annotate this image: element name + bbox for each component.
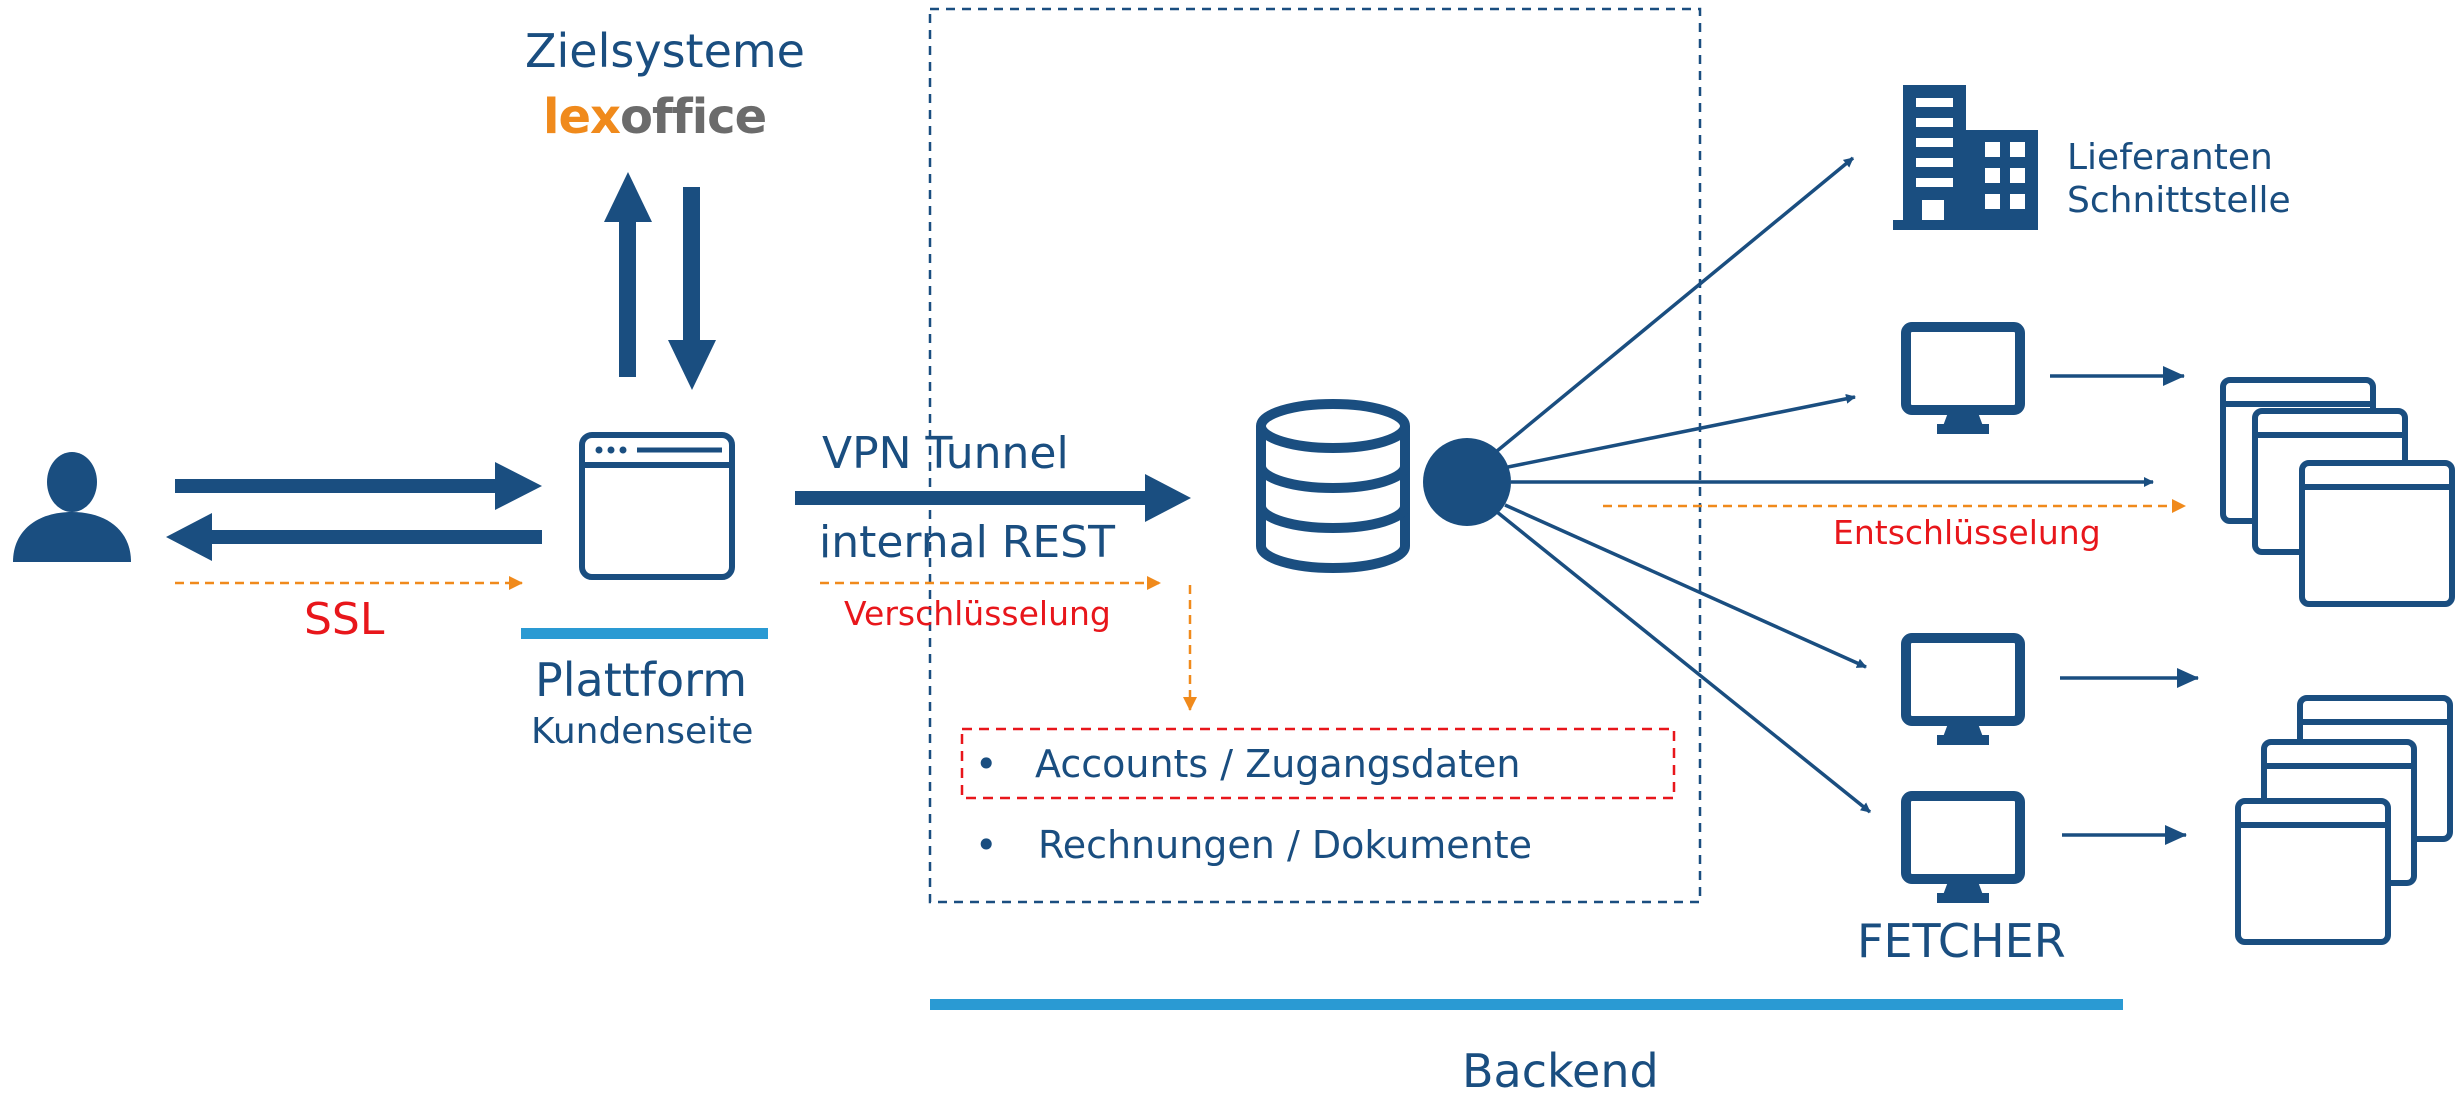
vpn-tunnel-arrow: [795, 474, 1191, 522]
browser-window-stack-icon: [2235, 695, 2453, 945]
fetcher-label: FETCHER: [1857, 914, 2066, 968]
supplier-interface-label-line1: Lieferanten: [2067, 137, 2273, 178]
user-to-platform-arrow: [175, 462, 542, 510]
internal-rest-label: internal REST: [819, 517, 1115, 568]
ssl-label: SSL: [304, 594, 385, 645]
platform-underline: [521, 628, 768, 639]
platform-subtitle: Kundenseite: [531, 711, 754, 752]
hub-node: [1423, 438, 1511, 526]
lexoffice-logo: lexoffice: [543, 89, 767, 145]
down-from-target-arrow: [668, 187, 716, 390]
database-icon: [1256, 399, 1410, 573]
supplier-interface-label-line2: Schnittstelle: [2067, 180, 2291, 221]
backend-underline: [930, 999, 2123, 1010]
fetcher-monitor-icon: [1901, 322, 2025, 434]
up-to-target-arrow: [604, 172, 652, 377]
encryption-label: Verschlüsselung: [844, 594, 1111, 633]
target-systems-title: Zielsysteme: [525, 24, 805, 78]
hub-to-fetcher2-line: [1504, 503, 1867, 669]
platform-title: Plattform: [535, 653, 748, 707]
decryption-label: Entschlüsselung: [1833, 513, 2101, 552]
storage-item-bullet: •: [975, 823, 998, 867]
hub-to-supplier-line: [1495, 156, 1855, 453]
storage-item-accounts: Accounts / Zugangsdaten: [1035, 742, 1521, 786]
backend-region-border: [928, 7, 1702, 904]
platform-to-user-arrow: [166, 513, 542, 561]
fetcher-monitor-icon: [1901, 633, 2025, 745]
supplier-building-icon: [1893, 85, 2038, 230]
browser-window-stack-icon: [2220, 377, 2455, 607]
platform-browser-icon: [579, 432, 735, 580]
user-icon: [13, 452, 131, 562]
hub-to-fetcher3-line: [1495, 510, 1872, 814]
vpn-tunnel-label: VPN Tunnel: [822, 428, 1069, 479]
hub-fanout-lines: [1495, 156, 2154, 814]
backend-label: Backend: [1462, 1044, 1659, 1098]
storage-item-bullet: •: [975, 742, 998, 786]
storage-item-invoices: Rechnungen / Dokumente: [1038, 823, 1533, 867]
fetcher-monitor-icon: [1901, 791, 2025, 903]
hub-to-fetcher1-line: [1507, 393, 1856, 469]
